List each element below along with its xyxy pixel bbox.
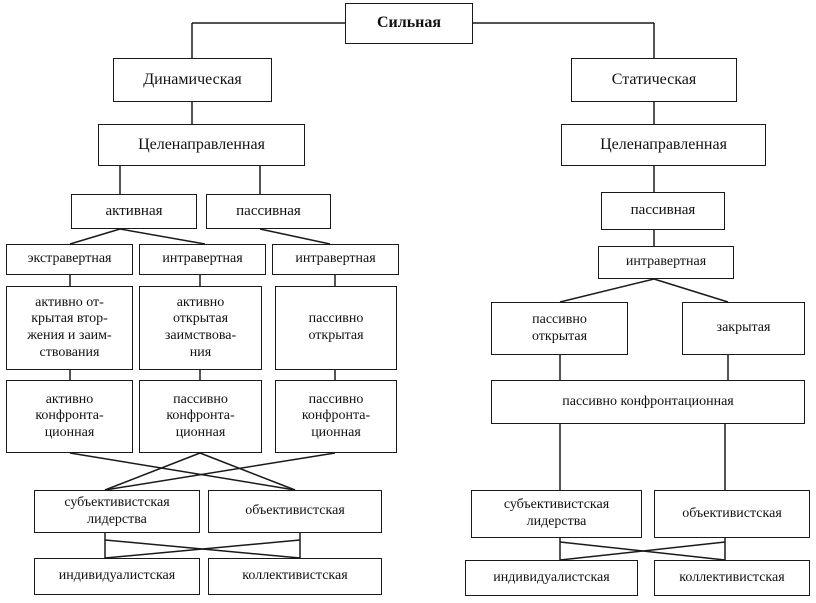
right-purpose-box: Целенаправленная [561,124,766,166]
right-passive-label: пассивная [630,202,696,219]
right-open-box: пассивно открытая [491,302,628,355]
connector [104,452,336,491]
right-closed-label: закрытая [716,320,771,336]
left-passive-box: пассивная [206,194,331,229]
root-box: Сильная [345,3,473,44]
c2-open-box: активно открытая заимствова- ния [139,286,262,370]
c3-introvert-label: интравертная [295,251,376,267]
right-purpose-label: Целенаправленная [600,135,727,153]
dynamic-box: Динамическая [113,58,272,102]
right-confront-label: пассивно конфронтационная [562,393,734,409]
left-purpose-label: Целенаправленная [138,135,265,153]
left-coll-label: коллективистская [242,568,348,584]
c1-open-label: активно от- крытая втор- жения и заим- с… [27,294,112,360]
right-indiv-label: индивидуалистская [493,569,610,585]
connector [653,278,729,303]
c3-open-box: пассивно открытая [275,286,397,370]
c2-confront-box: пассивно конфронта- ционная [139,380,262,453]
right-introvert-label: интравертная [625,254,707,270]
root-label: Сильная [376,14,442,32]
connector [104,539,301,559]
c1-open-box: активно от- крытая втор- жения и заим- с… [6,286,133,370]
c1-extravert-label: экстравертная [27,251,112,267]
connector [69,228,121,245]
connector [199,452,296,491]
right-passive-box: пассивная [601,192,725,230]
c2-introvert-label: интравертная [162,251,243,267]
right-confront-box: пассивно конфронтационная [491,380,805,424]
static-label: Статическая [611,70,697,88]
c3-confront-label: пассивно конфронта- ционная [301,391,371,440]
connector [104,452,201,491]
connector [259,228,331,245]
left-subj-label: субъективистская лидерства [64,494,170,527]
left-coll-box: коллективистская [208,558,382,595]
c2-open-label: активно открытая заимствова- ния [164,294,237,360]
right-coll-box: коллективистская [654,560,810,596]
connector [69,452,296,491]
right-obj-box: объективистская [654,490,810,538]
connector [119,228,206,245]
right-coll-label: коллективистская [679,569,785,585]
left-active-label: активная [105,202,163,219]
c2-confront-label: пассивно конфронта- ционная [166,391,235,440]
right-indiv-box: индивидуалистская [465,560,638,596]
right-subj-box: субъективистская лидерства [471,490,642,538]
left-subj-box: субъективистская лидерства [34,490,200,533]
c3-open-label: пассивно открытая [308,311,364,343]
c3-introvert-box: интравертная [272,244,399,275]
right-introvert-box: интравертная [598,246,734,279]
dynamic-label: Динамическая [143,70,242,88]
left-indiv-label: индивидуалистская [58,568,176,584]
left-active-box: активная [71,194,197,229]
c1-confront-box: активно конфронта- ционная [6,380,133,453]
right-open-label: пассивно открытая [531,311,588,344]
c1-extravert-box: экстравертная [6,244,133,275]
c2-introvert-box: интравертная [139,244,266,275]
left-passive-label: пассивная [236,202,301,219]
left-obj-box: объективистская [208,490,382,533]
left-obj-label: объективистская [245,503,345,519]
right-subj-label: субъективистская лидерства [503,497,610,529]
connector [559,541,726,561]
connector [559,278,655,303]
left-indiv-box: индивидуалистская [34,558,200,595]
c1-confront-label: активно конфронта- ционная [35,391,104,440]
c3-confront-box: пассивно конфронта- ционная [275,380,397,453]
static-box: Статическая [571,58,737,102]
left-purpose-box: Целенаправленная [98,124,305,166]
right-obj-label: объективистская [682,505,782,521]
right-closed-box: закрытая [682,302,805,355]
